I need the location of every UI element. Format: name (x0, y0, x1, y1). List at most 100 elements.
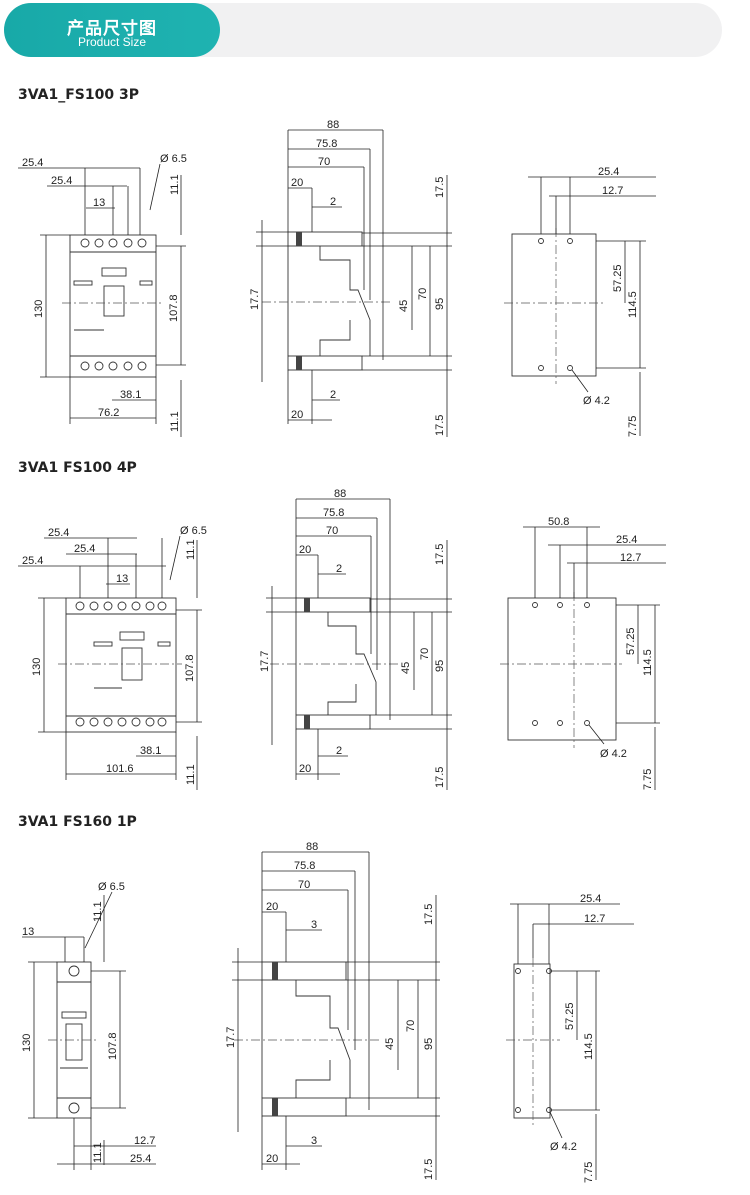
dim-text: 17.5 (423, 1159, 435, 1180)
dim-text: Ø 4.2 (550, 1141, 577, 1153)
drawing-fs100-3p-front: 25.4 25.4 13 Ø 6.5 11.1 130 107.8 38.1 7… (18, 153, 187, 437)
header-title-en: Product Size (77, 35, 147, 49)
dim-text: 75.8 (323, 507, 344, 519)
dim-text: Ø 4.2 (600, 748, 627, 760)
dim-text: 75.8 (294, 860, 315, 872)
dim-text: 57.25 (625, 627, 637, 655)
dim-text: 95 (434, 660, 446, 672)
dim-text: 70 (298, 879, 310, 891)
dim-text: 38.1 (140, 745, 161, 757)
dim-text: 25.4 (22, 157, 43, 169)
dim-text: 13 (22, 926, 34, 938)
dim-text: 12.7 (584, 913, 605, 925)
dim-text: 20 (266, 901, 278, 913)
dim-text: 88 (334, 488, 346, 500)
header-title-pill: 产品尺寸图 Product Size (4, 3, 220, 57)
dim-text: Ø 4.2 (583, 395, 610, 407)
dim-text: 25.4 (51, 175, 72, 187)
drawing-fs160-1p-mount: 25.4 12.7 57.25 114.5 Ø 4.2 7.75 (506, 893, 634, 1183)
dim-text: 3 (311, 1135, 317, 1147)
dim-text: 114.5 (642, 649, 654, 676)
dim-text: 25.4 (48, 527, 69, 539)
dim-text: 45 (400, 662, 412, 674)
dim-text: 38.1 (120, 389, 141, 401)
dim-text: 7.75 (642, 769, 654, 790)
dim-text: 11.1 (92, 1142, 104, 1163)
dim-text: 12.7 (620, 552, 641, 564)
drawing-fs100-4p-side: 88 75.8 70 20 2 17.5 17.7 45 70 95 2 20 … (259, 488, 452, 790)
drawing-fs100-3p-mount: 25.4 12.7 57.25 114.5 Ø 4.2 7.75 (504, 166, 656, 437)
dim-text: 17.5 (434, 177, 446, 198)
header-title-cn: 产品尺寸图 (67, 19, 157, 39)
drawing-fs100-4p-front: 25.4 25.4 25.4 13 Ø 6.5 11.1 130 107.8 3… (18, 525, 207, 790)
dim-text: 88 (306, 841, 318, 853)
dim-text: 25.4 (598, 166, 619, 178)
dim-text: 3 (311, 919, 317, 931)
dim-text: 107.8 (107, 1032, 119, 1060)
section-title-fs100-3p: 3VA1_FS100 3P (18, 87, 139, 103)
dim-text: 11.1 (169, 411, 181, 432)
dim-text: 25.4 (22, 555, 43, 567)
dim-text: 70 (417, 288, 429, 300)
dim-text: 12.7 (602, 185, 623, 197)
dim-text: 20 (299, 544, 311, 556)
dim-text: 57.25 (612, 264, 624, 292)
dim-text: 95 (434, 298, 446, 310)
dim-text: 13 (93, 197, 105, 209)
section-title-fs100-4p: 3VA1 FS100 4P (18, 460, 137, 476)
dim-text: 17.7 (259, 651, 271, 672)
dim-text: 70 (326, 525, 338, 537)
dim-text: 130 (31, 658, 43, 676)
dim-text: 95 (423, 1038, 435, 1050)
dim-text: 20 (299, 763, 311, 775)
dim-text: 50.8 (548, 516, 569, 528)
dim-text: 17.5 (434, 767, 446, 788)
drawing-fs160-1p-front: Ø 6.5 13 11.1 130 107.8 12.7 11.1 25.4 (21, 881, 156, 1170)
dim-text: 25.4 (74, 543, 95, 555)
dim-text: 17.7 (225, 1027, 237, 1048)
dim-text: 2 (336, 563, 342, 575)
dim-text: Ø 6.5 (180, 525, 207, 537)
dim-text: 17.5 (434, 544, 446, 565)
dim-text: 11.1 (92, 901, 104, 922)
dim-text: 2 (330, 389, 336, 401)
drawing-fs100-4p-mount: 50.8 25.4 12.7 57.25 114.5 Ø 4.2 7.75 (500, 516, 666, 790)
dim-text: 17.7 (249, 289, 261, 310)
dim-text: 11.1 (185, 539, 197, 560)
dim-text: 12.7 (134, 1135, 155, 1147)
dim-text: 7.75 (583, 1162, 595, 1183)
dim-text: 11.1 (185, 764, 197, 785)
dim-text: 70 (419, 648, 431, 660)
dim-text: 25.4 (580, 893, 601, 905)
dim-text: 130 (33, 300, 45, 318)
dim-text: 114.5 (583, 1033, 595, 1060)
dim-text: 11.1 (169, 174, 181, 195)
dim-text: 2 (336, 745, 342, 757)
dim-text: 25.4 (130, 1153, 151, 1165)
dim-text: 70 (405, 1020, 417, 1032)
dim-text: 101.6 (106, 763, 134, 775)
dim-text: 17.5 (423, 904, 435, 925)
dim-text: 107.8 (168, 294, 180, 322)
dim-text: Ø 6.5 (98, 881, 125, 893)
dim-text: 114.5 (627, 291, 639, 318)
dim-text: 88 (327, 119, 339, 131)
dim-text: 13 (116, 573, 128, 585)
dim-text: 20 (266, 1153, 278, 1165)
dim-text: 130 (21, 1034, 33, 1052)
dim-text: 17.5 (434, 415, 446, 436)
drawing-fs100-3p-side: 88 75.8 70 20 2 17.5 17.7 45 70 95 20 2 … (249, 119, 452, 437)
dim-text: 7.75 (627, 416, 639, 437)
dim-text: 107.8 (184, 654, 196, 682)
dim-text: 76.2 (98, 407, 119, 419)
dim-text: 57.25 (564, 1002, 576, 1030)
dim-text: 45 (398, 300, 410, 312)
dim-text: 45 (384, 1038, 396, 1050)
dim-text: 70 (318, 156, 330, 168)
dim-text: 2 (330, 196, 336, 208)
drawing-fs160-1p-side: 88 75.8 70 20 3 17.5 17.7 45 70 95 3 20 … (225, 841, 440, 1180)
dim-text: 25.4 (616, 534, 637, 546)
dim-text: 75.8 (316, 138, 337, 150)
section-title-fs160-1p: 3VA1 FS160 1P (18, 814, 137, 830)
